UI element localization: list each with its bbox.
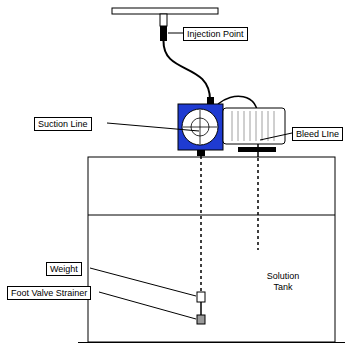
solution-tank: Solution Tank bbox=[88, 157, 335, 342]
pump-detail bbox=[191, 118, 209, 136]
liquid-level bbox=[88, 215, 335, 216]
discharge-fitting bbox=[207, 97, 214, 104]
callout-box: Bleed LIne bbox=[292, 127, 343, 141]
pump-diaphragm bbox=[182, 109, 218, 145]
pump-motor bbox=[223, 108, 285, 144]
callout-box: Weight bbox=[46, 262, 82, 276]
motor-fins bbox=[232, 111, 274, 141]
callout-box: Injection Point bbox=[183, 27, 248, 41]
callout-text: Weight bbox=[50, 264, 78, 274]
callout-box: Foot Valve Strainer bbox=[7, 286, 91, 300]
suction-tube bbox=[200, 302, 202, 315]
pump-head bbox=[178, 104, 223, 150]
callout-box: Suction Line bbox=[34, 117, 92, 131]
tank-label: Solution Tank bbox=[261, 271, 305, 293]
injection-fitting bbox=[160, 26, 167, 41]
callout-text: Bleed LIne bbox=[296, 129, 339, 139]
pipe-tee bbox=[160, 14, 167, 26]
bleed-line bbox=[257, 158, 259, 250]
foot-valve-strainer bbox=[197, 315, 205, 324]
pump-base bbox=[238, 147, 276, 152]
callout-text: Suction Line bbox=[38, 119, 88, 129]
weight bbox=[197, 292, 205, 302]
callout-text: Injection Point bbox=[187, 29, 244, 39]
tank-outline bbox=[88, 157, 335, 342]
suction-fitting bbox=[197, 150, 205, 156]
discharge-tube bbox=[163, 41, 210, 100]
ground-line bbox=[78, 342, 345, 343]
pump-detail bbox=[183, 127, 217, 128]
pipe bbox=[112, 8, 218, 14]
callout-text: Foot Valve Strainer bbox=[11, 288, 87, 298]
suction-line bbox=[200, 156, 202, 292]
leader-lines bbox=[90, 33, 292, 319]
